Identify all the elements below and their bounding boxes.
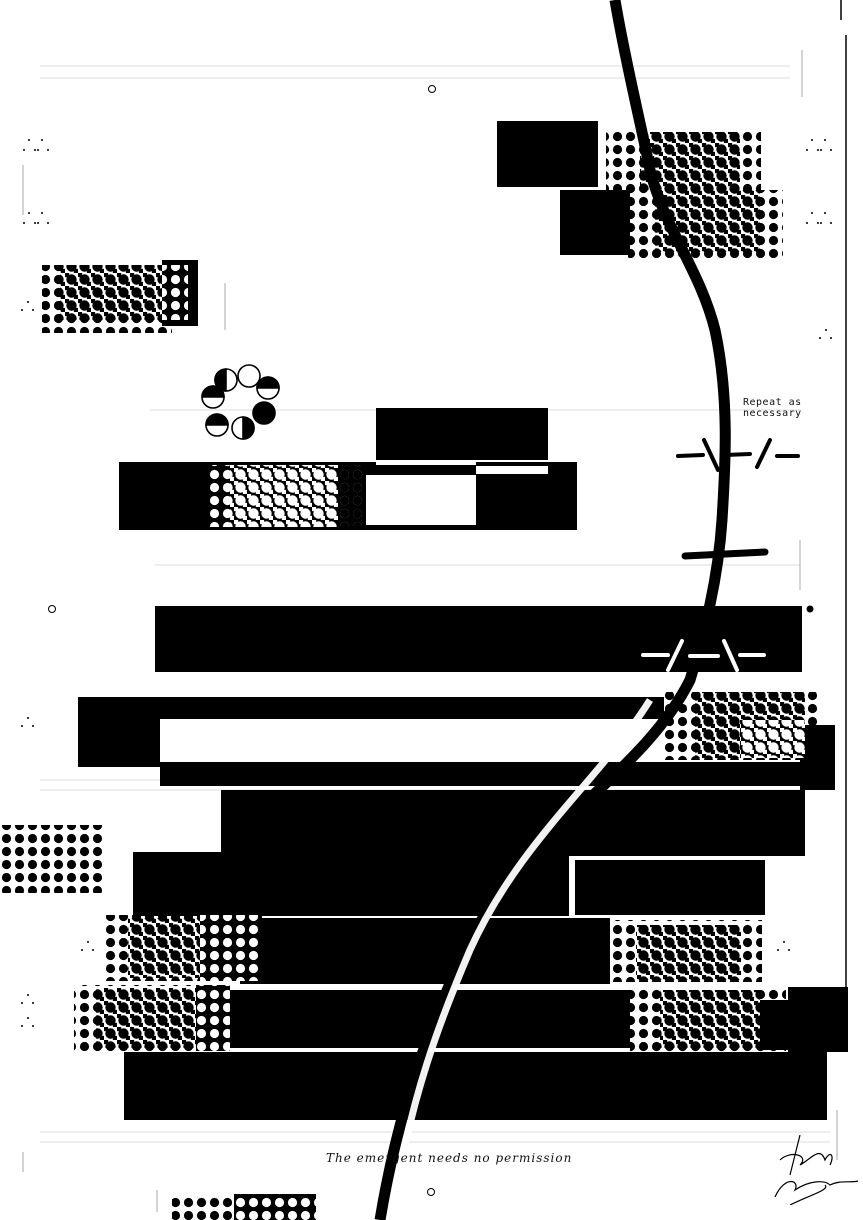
- dot-blocks-lower-left: [74, 915, 262, 1051]
- dot-block-bottom: [172, 1194, 316, 1220]
- middle-block-group: [119, 408, 577, 530]
- caption-emergent: The emergent needs no permission: [326, 1151, 573, 1165]
- crossing-marks: [676, 438, 800, 560]
- top-right-block-cluster: [497, 121, 783, 258]
- triangle-dot-clusters: [21, 139, 832, 1027]
- vertical-ticks: [22, 50, 838, 1212]
- river-line: [374, 0, 731, 1220]
- dot-block-right-mid: [664, 692, 819, 760]
- dot-blocks-lower-right: [606, 920, 786, 1052]
- caption-repeat-as-necessary: Repeat as necessary: [743, 397, 802, 419]
- top-left-dot-block: [42, 260, 198, 333]
- small-circle-markers: [48, 85, 436, 1196]
- crossing-marks-white: [641, 639, 766, 672]
- moon-phase-ring: [201, 364, 280, 440]
- signature-icon: [774, 1135, 859, 1205]
- dot-block-far-left: [0, 825, 102, 893]
